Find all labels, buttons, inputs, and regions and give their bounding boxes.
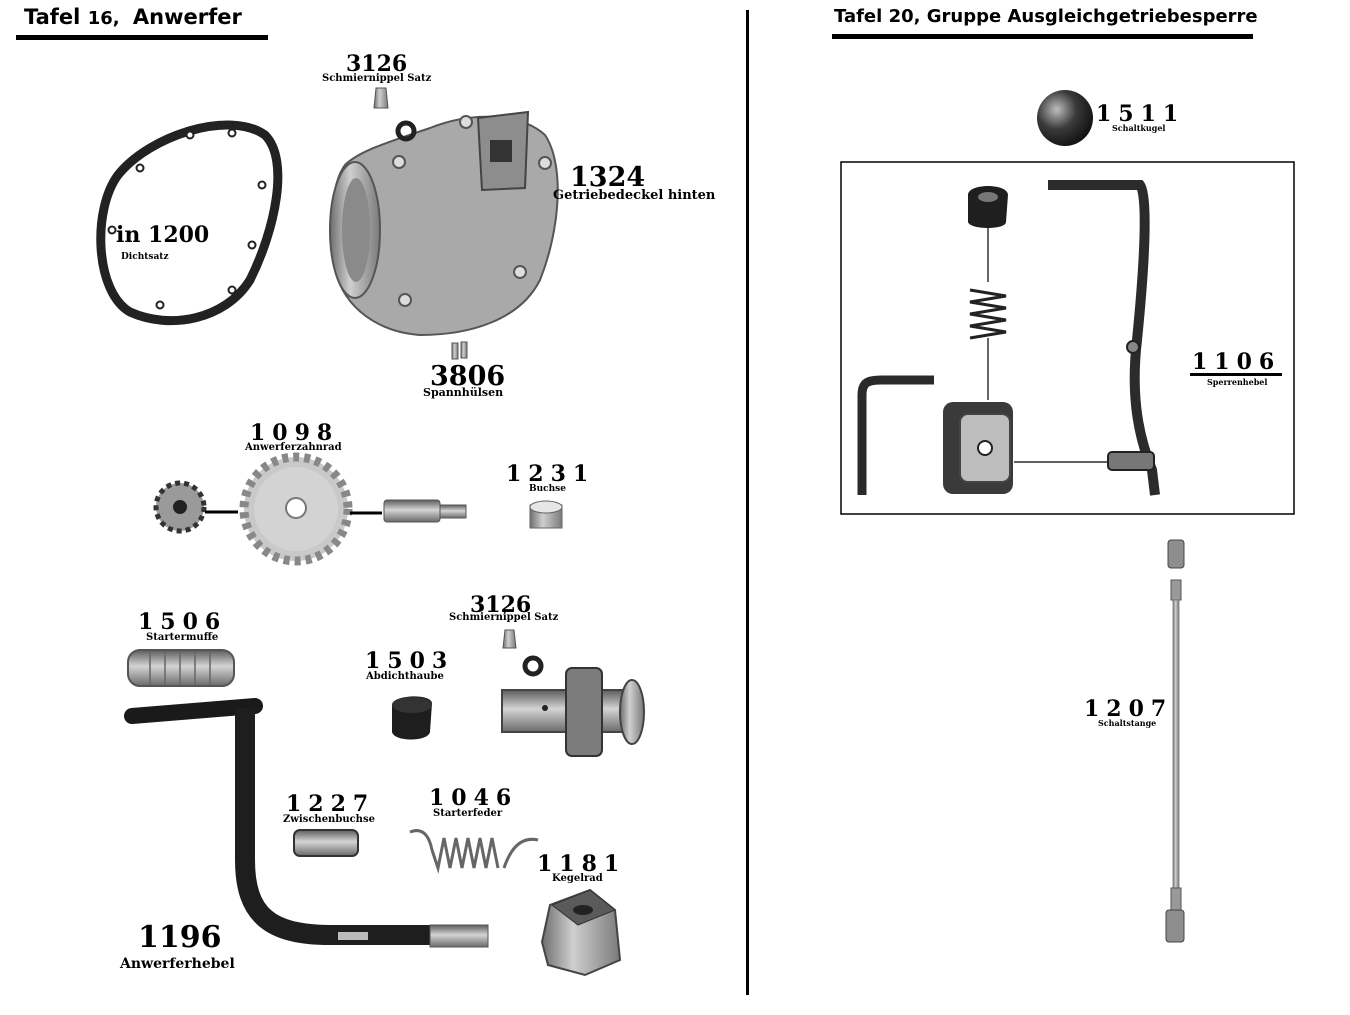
right-title-underline xyxy=(832,34,1253,39)
page-divider xyxy=(746,10,749,995)
part-label-in1200: Dichtsatz xyxy=(121,252,169,262)
part-number-1196: 1196 xyxy=(138,920,222,955)
left-title-number: 16, xyxy=(87,8,120,29)
part-number-1181: 1181 xyxy=(537,851,627,877)
grease-nipple-housing-drawing xyxy=(501,629,645,757)
left-page-title: Tafel 16, Anwerfer xyxy=(24,5,242,29)
starter-spring-drawing xyxy=(409,829,539,874)
part-label-3806: Spannhülsen xyxy=(423,386,504,399)
part-number-1046: 1046 xyxy=(429,785,519,811)
part-number-3126-bottom: 3126 xyxy=(470,592,532,618)
part-label-3126-bottom: Schmiernippel Satz xyxy=(449,612,559,623)
part-label-1098: Anwerferzahnrad xyxy=(245,442,342,453)
left-title-prefix: Tafel xyxy=(24,5,81,29)
shift-rod-drawing xyxy=(1165,539,1185,943)
gasket-drawing xyxy=(96,120,283,326)
part-number-1227: 1227 xyxy=(286,791,376,817)
part-number-1207: 1207 xyxy=(1084,696,1174,722)
part-number-1231: 1231 xyxy=(506,461,596,487)
lever-assembly-frame xyxy=(840,161,1295,515)
part-label-1231: Buchse xyxy=(529,484,566,494)
left-title-underline xyxy=(16,35,268,40)
lever-assembly-drawing xyxy=(857,180,1160,496)
starter-grip-drawing xyxy=(127,649,235,687)
part-number-1324: 1324 xyxy=(570,162,646,193)
intermediate-bushing-drawing xyxy=(293,829,359,857)
bevel-gear-drawing xyxy=(540,888,622,977)
part-number-3126-top: 3126 xyxy=(346,51,408,77)
part-number-1506: 1506 xyxy=(138,609,228,635)
left-title-name: Anwerfer xyxy=(132,5,242,29)
part-number-1511: 1511 xyxy=(1096,101,1186,127)
part-number-1106: 1106 xyxy=(1192,349,1282,375)
gearbox-cover-drawing xyxy=(329,87,559,360)
part-number-3806: 3806 xyxy=(430,361,506,392)
right-page-title: Tafel 20, Gruppe Ausgleichgetriebesperre xyxy=(834,6,1258,27)
part-label-1503: Abdichthaube xyxy=(366,671,444,682)
shift-ball-drawing xyxy=(1037,90,1093,146)
part-number-1098: 1098 xyxy=(250,420,340,446)
part-number-in1200: in 1200 xyxy=(116,222,210,248)
part-label-3126-top: Schmiernippel Satz xyxy=(322,73,432,84)
starter-gear-drawing xyxy=(153,452,563,566)
seal-cap-drawing xyxy=(392,696,432,740)
part-label-1511: Schaltkugel xyxy=(1112,123,1166,133)
part-label-1207: Schaltstange xyxy=(1098,718,1157,728)
part-label-1227: Zwischenbuchse xyxy=(283,814,375,825)
part-label-1046: Starterfeder xyxy=(433,808,503,819)
part-1106-underline xyxy=(1190,373,1282,376)
part-number-1503: 1503 xyxy=(365,648,455,674)
part-label-1506: Startermuffe xyxy=(146,632,219,643)
part-label-1106: Sperrenhebel xyxy=(1207,377,1268,387)
part-label-1196: Anwerferhebel xyxy=(120,956,235,972)
part-label-1181: Kegelrad xyxy=(552,873,603,884)
starter-lever-drawing xyxy=(124,698,489,948)
part-label-1324: Getriebedeckel hinten xyxy=(553,188,716,203)
